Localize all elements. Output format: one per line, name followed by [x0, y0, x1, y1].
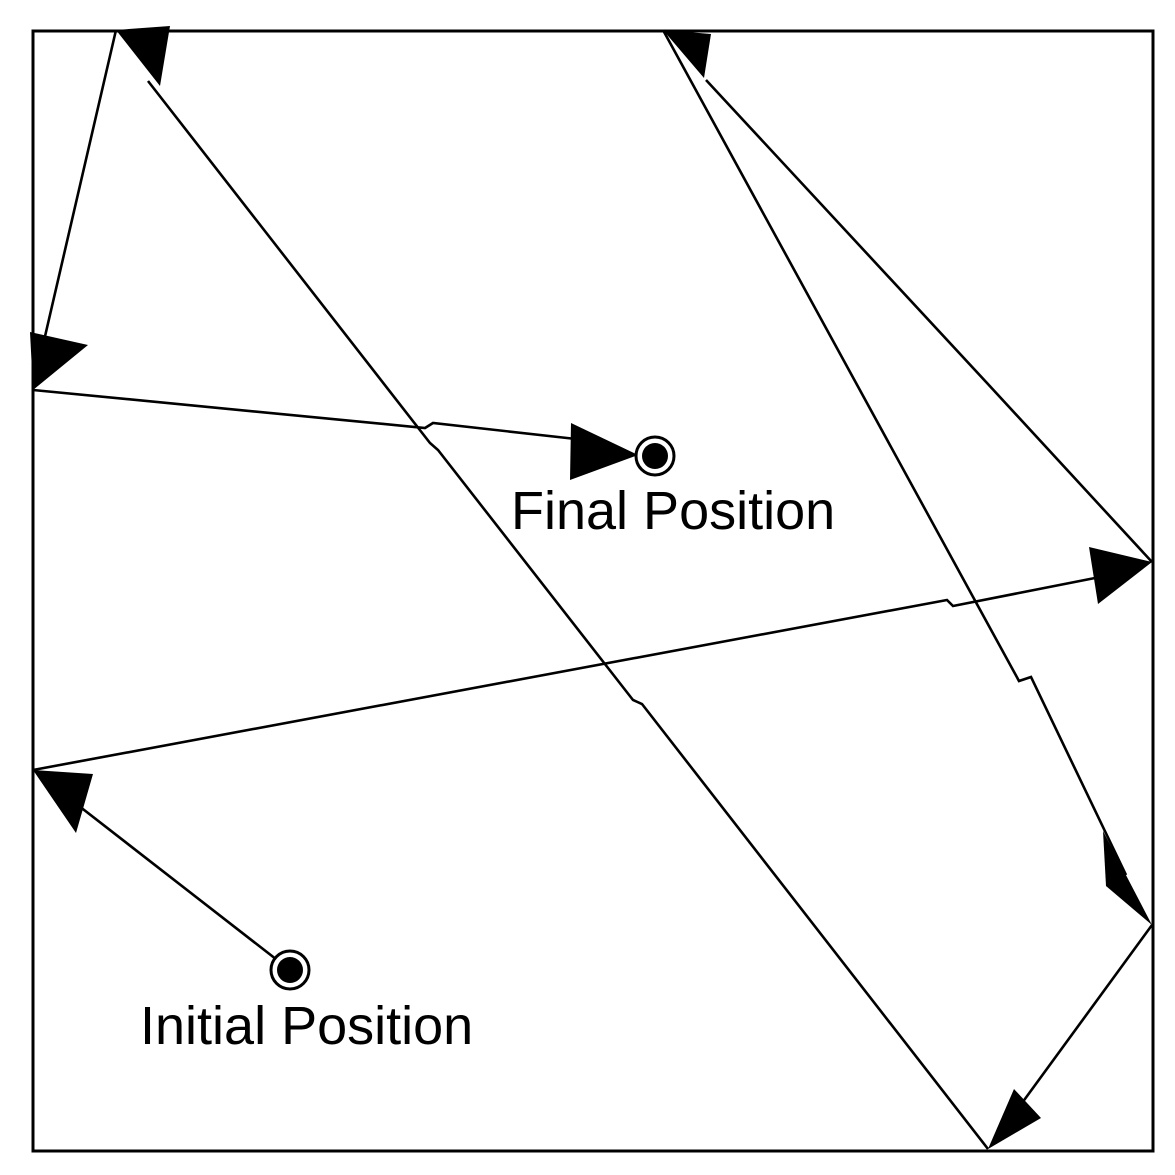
- vector-7-shaft: [41, 29, 118, 346]
- vector-8: [32, 388, 638, 480]
- final-position-marker: [634, 435, 676, 477]
- vector-3-shaft: [705, 79, 1153, 563]
- diagram-frame-border: [31, 29, 1155, 1153]
- vector-5: [988, 924, 1154, 1149]
- vector-1-shaft: [69, 797, 291, 972]
- vector-2: [32, 547, 1152, 772]
- vector-2-arrowhead: [1089, 547, 1152, 604]
- vector-5-arrowhead: [988, 1089, 1041, 1149]
- vector-4: [661, 29, 1152, 925]
- vector-8-shaft: [32, 388, 577, 441]
- vector-6-arrowhead: [116, 26, 170, 86]
- vector-3: [663, 30, 1153, 563]
- vector-8-arrowhead: [570, 423, 638, 480]
- vector-6: [116, 26, 990, 1150]
- vector-7: [30, 29, 118, 390]
- vector-4-arrowhead: [1103, 831, 1152, 925]
- vector-4-shaft: [661, 29, 1128, 876]
- vector-5-shaft: [1020, 924, 1154, 1104]
- vector-3-arrowhead: [663, 30, 711, 78]
- vector-7-arrowhead: [30, 332, 88, 390]
- initial-position-marker: [269, 949, 311, 991]
- initial-position-marker-dot: [277, 957, 303, 983]
- vector-1-arrowhead: [33, 770, 93, 833]
- vector-1: [33, 770, 291, 972]
- final-position-label: Final Position: [511, 481, 835, 541]
- initial-position-label: Initial Position: [140, 996, 473, 1056]
- final-position-marker-dot: [642, 443, 668, 469]
- vector-6-shaft: [146, 80, 990, 1150]
- vector-2-shaft: [32, 576, 1096, 772]
